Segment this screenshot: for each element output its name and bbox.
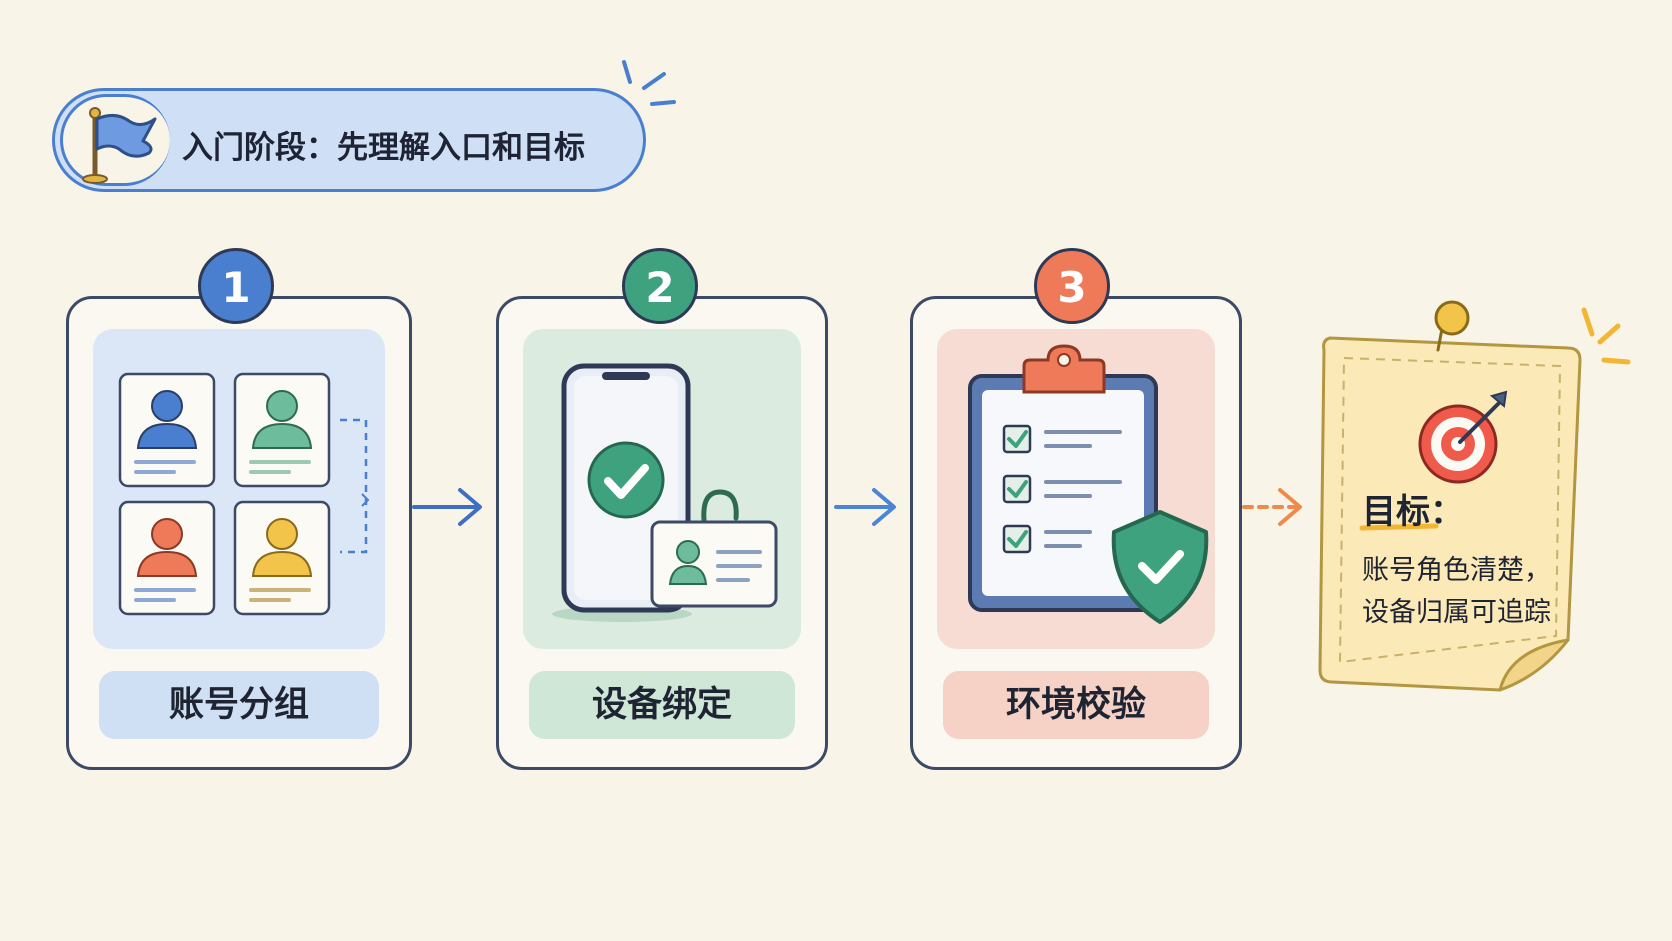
flow-arrow-1 — [412, 488, 482, 526]
step-3-label: 环境校验 — [943, 671, 1209, 739]
stage-banner: 入门阶段：先理解入口和目标 — [52, 88, 646, 192]
page-title: 入门阶段：先理解入口和目标 — [182, 130, 585, 166]
goal-note — [1318, 300, 1631, 692]
user-group-icon — [118, 372, 370, 616]
step-2-label: 设备绑定 — [529, 671, 795, 739]
step-3-number-badge: 3 — [1034, 248, 1110, 324]
checklist-shield-icon — [968, 344, 1209, 624]
step-1-number-badge: 1 — [198, 248, 274, 324]
flag-icon — [82, 107, 157, 184]
goal-line-1: 账号角色清楚， — [1362, 555, 1551, 586]
step-1-label: 账号分组 — [99, 671, 379, 739]
target-icon — [1418, 390, 1508, 484]
flow-arrow-2 — [834, 488, 896, 526]
banner-flag-holder — [60, 94, 170, 186]
phone-binding-icon — [552, 363, 778, 622]
flow-arrow-3 — [1242, 488, 1302, 526]
goal-line-2: 设备归属可追踪 — [1362, 597, 1551, 628]
goal-title: 目标： — [1362, 492, 1464, 532]
goal-title-underline — [1359, 523, 1439, 531]
step-2-number-badge: 2 — [622, 248, 698, 324]
